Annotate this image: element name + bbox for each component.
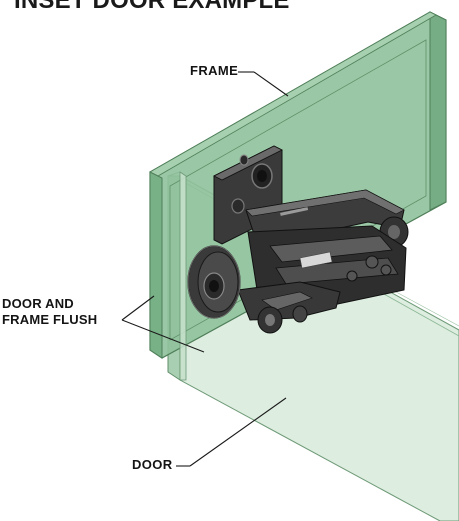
door-leader-line-diag — [189, 397, 287, 467]
diagram-title: INSET DOOR EXAMPLE — [14, 0, 290, 14]
door-top-overlap — [179, 171, 187, 381]
frame-label: FRAME — [190, 63, 239, 78]
frame-leader-line-diag — [253, 71, 289, 97]
door-label: DOOR — [132, 457, 173, 472]
leader-lines — [121, 71, 289, 467]
flush-leader-line-door — [121, 319, 205, 353]
flush-leader-line-frame — [121, 295, 155, 321]
hinge-mechanism — [187, 145, 409, 334]
door-and-frame-flush-label: DOOR AND FRAME FLUSH — [2, 296, 98, 327]
